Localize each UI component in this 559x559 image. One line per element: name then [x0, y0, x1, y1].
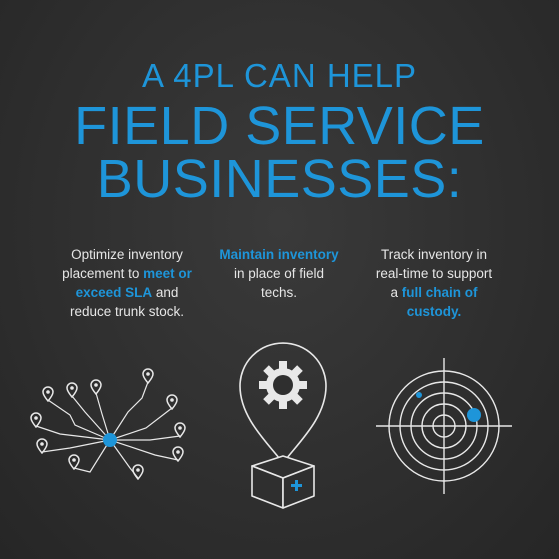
benefit-text-track: Track inventory in real-time to support …	[371, 245, 497, 321]
benefit-text-optimize: Optimize inventory placement to meet or …	[62, 245, 192, 321]
benefit-1-pre: Optimize inventory placement to	[62, 247, 183, 281]
benefit-3-highlight: full chain of custody.	[401, 285, 478, 319]
benefit-1-highlight: meet or exceed SLA	[75, 266, 192, 300]
headline-line-3: BUSINESSES:	[96, 149, 463, 209]
benefit-text-maintain: Maintain inventory in place of field tec…	[217, 245, 341, 302]
benefit-1-post: and reduce trunk stock.	[69, 285, 185, 319]
benefit-2-post: in place of field techs.	[233, 266, 325, 300]
benefit-2-highlight: Maintain inventory	[219, 247, 339, 262]
network-hub-pins-icon	[30, 368, 186, 480]
headline-line-2: FIELD SERVICE	[74, 96, 485, 156]
location-gear-box-icon	[239, 342, 327, 509]
benefit-3-pre: Track inventory in real-time to support …	[375, 247, 493, 300]
radar-icon	[376, 358, 512, 494]
headline-small: A 4PL CAN HELP	[141, 57, 418, 94]
headline-big: FIELD SERVICE BUSINESSES:	[0, 96, 559, 209]
